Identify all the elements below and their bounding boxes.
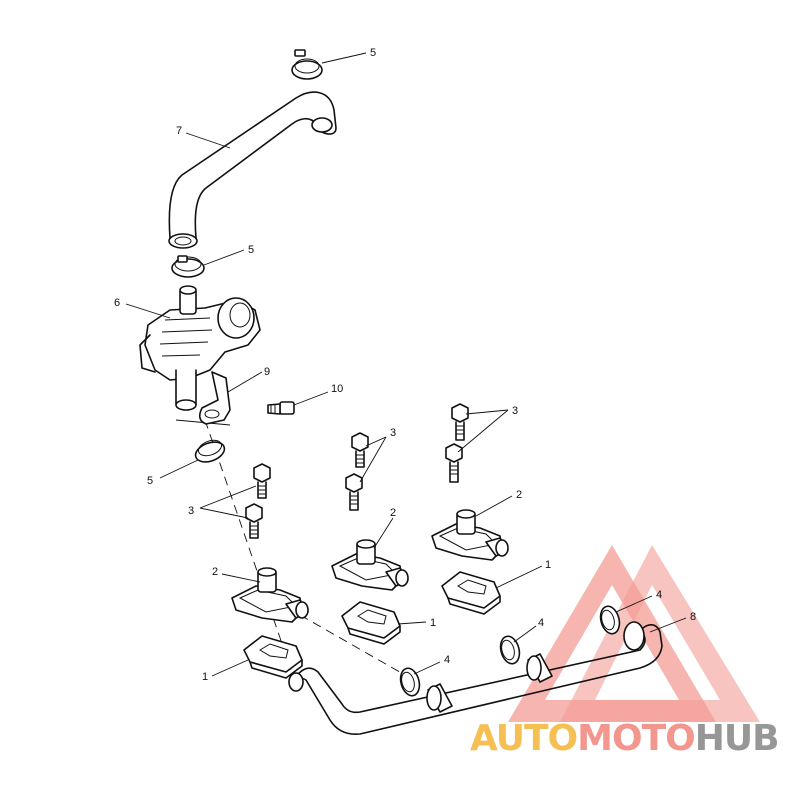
- callout-3-left: 3: [188, 505, 194, 517]
- watermark-hub: HUB: [695, 718, 779, 759]
- callout-4-middle: 4: [538, 617, 544, 629]
- leader-lines: [125, 52, 687, 677]
- callout-7: 7: [176, 125, 182, 137]
- upper-hose: [168, 91, 337, 249]
- distribution-pipe: [288, 621, 663, 736]
- assembly-line-front: [299, 614, 406, 676]
- callout-9: 9: [264, 366, 270, 378]
- gasket-left: [243, 635, 303, 679]
- hose-clamp-lower: [194, 439, 226, 463]
- callout-1-middle: 1: [430, 617, 436, 629]
- air-valve-assembly: [139, 285, 261, 411]
- hose-clamp-top: [291, 49, 323, 80]
- bolt-10: [267, 401, 295, 415]
- assembly-line-left: [204, 419, 299, 691]
- callout-4-left: 4: [444, 654, 450, 666]
- callout-labels: 5 7 5 6 9 10 5 3 3 3 2 2 2 1 1 1 4 4 4 8: [114, 47, 696, 683]
- callout-5-middle: 5: [248, 244, 254, 256]
- hose-clamp-middle: [171, 255, 205, 278]
- callout-4-right: 4: [656, 589, 662, 601]
- hose-clamp-4-middle: [499, 635, 521, 665]
- watermark-moto: MOTO: [577, 718, 695, 759]
- callout-2-middle: 2: [390, 507, 396, 519]
- bolt-left-upper: [253, 463, 271, 499]
- check-valve-left: [231, 567, 309, 623]
- callout-6: 6: [114, 297, 120, 309]
- mounting-bracket: [198, 371, 231, 425]
- watermark-logo: [508, 545, 760, 722]
- callout-3-middle: 3: [390, 427, 396, 439]
- hose-clamp-4-left: [399, 667, 421, 697]
- callout-5-top: 5: [370, 47, 376, 59]
- callout-10: 10: [331, 383, 343, 395]
- check-valve-middle: [331, 539, 409, 591]
- bolt-left-lower: [245, 503, 263, 539]
- svg-text:AUTOMOTOHUB: AUTOMOTOHUB: [470, 718, 779, 759]
- bolt-right-upper: [451, 403, 469, 441]
- gasket-right: [441, 571, 501, 615]
- callout-1-right: 1: [545, 559, 551, 571]
- callout-2-right: 2: [516, 489, 522, 501]
- hose-clamp-4-right: [599, 605, 621, 635]
- gasket-middle: [341, 601, 401, 645]
- callout-5-lower: 5: [147, 475, 153, 487]
- callout-3-right: 3: [512, 405, 518, 417]
- bolt-right-lower: [445, 443, 463, 483]
- watermark-text: AUTOMOTOHUB: [470, 718, 780, 759]
- callout-2-left: 2: [212, 566, 218, 578]
- bolt-middle-upper: [351, 432, 369, 468]
- check-valve-right: [431, 509, 509, 561]
- bolt-middle-lower: [345, 473, 363, 511]
- callout-1-left: 1: [202, 671, 208, 683]
- callout-8: 8: [690, 611, 696, 623]
- watermark-auto: AUTO: [470, 718, 577, 759]
- watermark-triangle-right: [560, 545, 760, 722]
